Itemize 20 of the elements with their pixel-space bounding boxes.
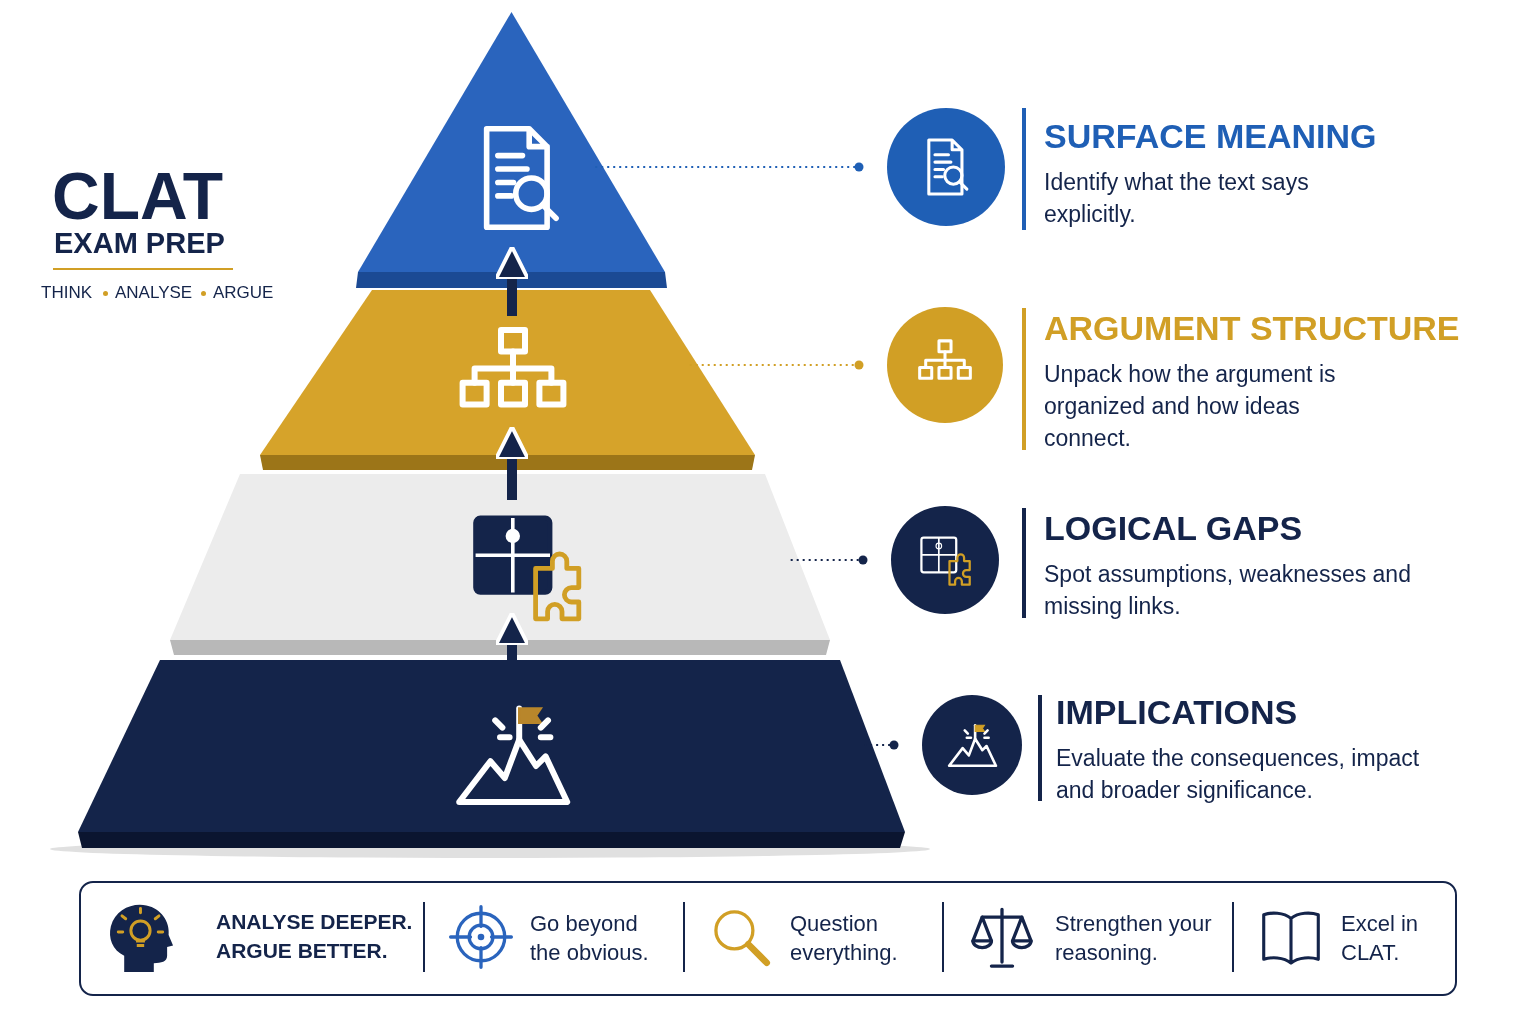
banner-text: Question everything.: [790, 910, 899, 967]
arrow: [494, 244, 530, 316]
leader-line: [789, 555, 868, 565]
callout-text: Unpack how the argument is organized and how ideas connect.: [1044, 360, 1337, 453]
callout-text: Evaluate the consequences, impact and broader significance.: [1056, 744, 1421, 805]
callout-heading: ARGUMENT STRUCTURE: [1044, 308, 1460, 348]
callout-heading: IMPLICATIONS: [1056, 692, 1298, 732]
tagline-word: ANALYSE: [115, 282, 193, 304]
callout-text: Spot assumptions, weaknesses and missing links.: [1044, 560, 1412, 621]
callout-text: Identify what the text says explicitly.: [1044, 168, 1310, 229]
leader-line: [594, 162, 864, 172]
banner-text: Strengthen your reasoning.: [1055, 910, 1213, 967]
arrow: [494, 424, 530, 500]
tagline-word: THINK: [41, 282, 92, 304]
callout-heading: SURFACE MEANING: [1044, 116, 1377, 156]
banner-text: Excel in CLAT.: [1341, 910, 1420, 967]
banner-text: Go beyond the obvious.: [530, 910, 650, 967]
tagline-word: ARGUE: [213, 282, 274, 304]
callout-heading: LOGICAL GAPS: [1044, 508, 1303, 548]
banner-slogan: ANALYSE DEEPER. ARGUE BETTER.: [216, 909, 414, 964]
